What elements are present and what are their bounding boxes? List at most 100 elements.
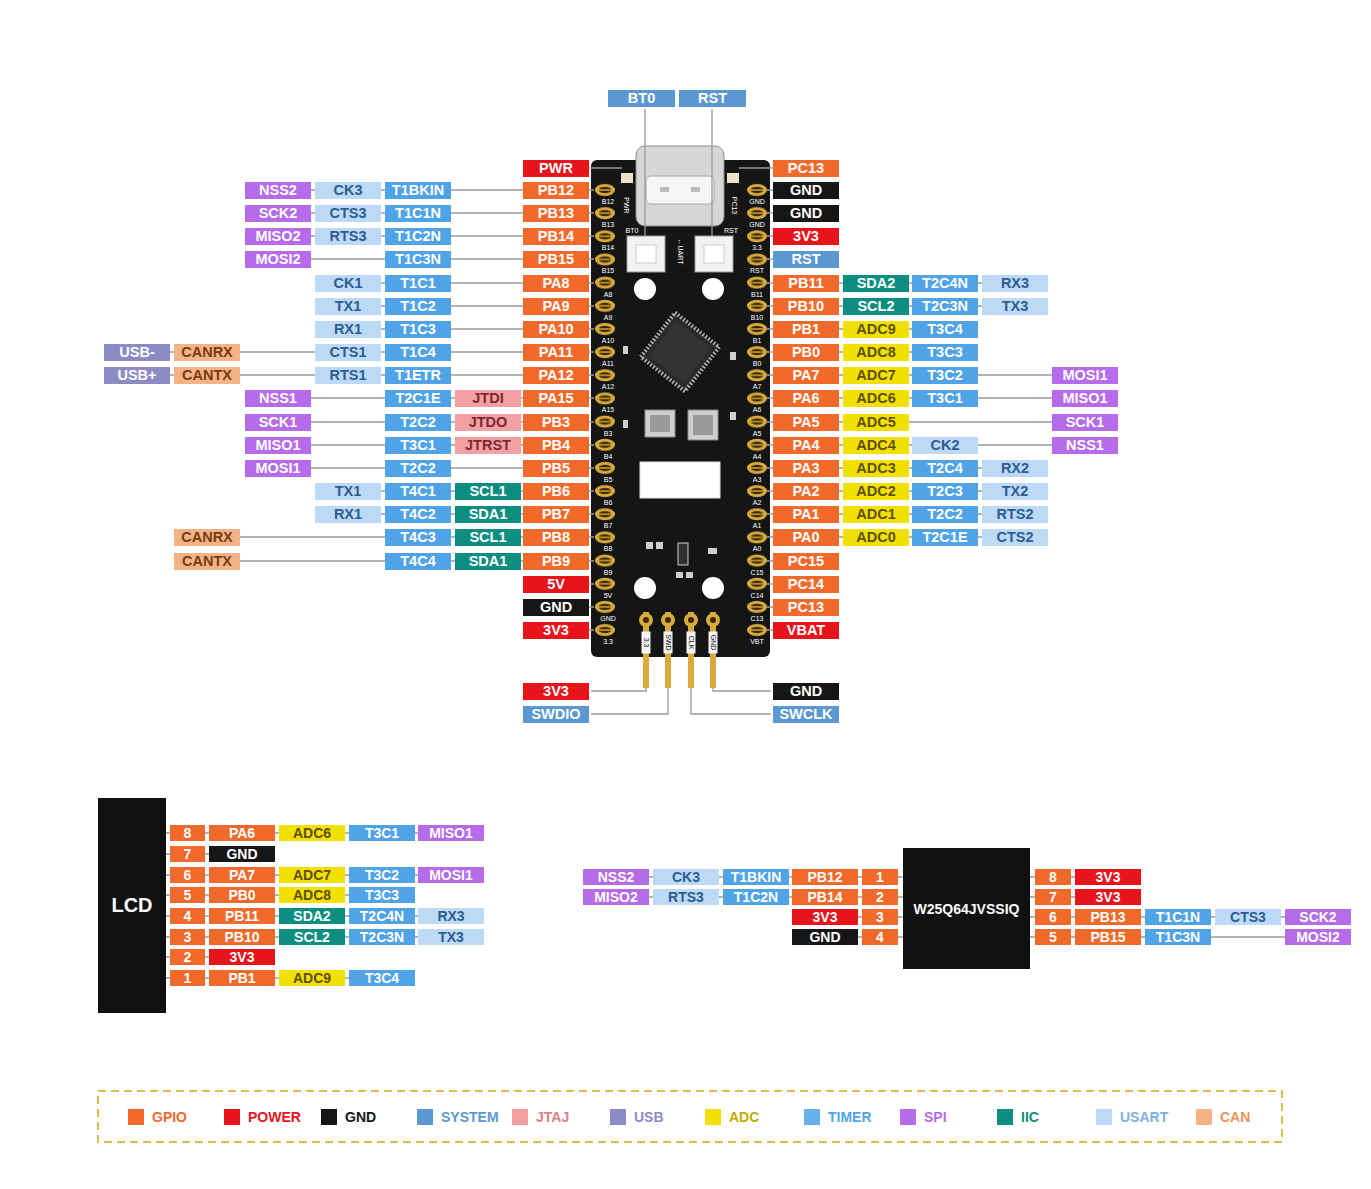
pin-label: VBAT — [773, 622, 839, 639]
pin-label: TX1 — [315, 298, 381, 315]
pin-label: PC13 — [773, 160, 839, 177]
label-text: MISO2 — [255, 228, 300, 244]
label-text: 3V3 — [793, 228, 819, 244]
pin-label: PA6 — [773, 390, 839, 407]
label-text: T2C4N — [922, 275, 968, 291]
label-text: A15 — [602, 406, 614, 413]
label-text: SWCLK — [779, 706, 832, 722]
label-text: NSS2 — [259, 182, 297, 198]
label-text: ADC6 — [856, 390, 895, 406]
pin-label: ADC8 — [843, 344, 909, 361]
pin-label: PA3 — [773, 460, 839, 477]
pin-label: PB0 — [773, 344, 839, 361]
label-text: T2C3 — [927, 483, 962, 499]
silkscreen-label: A15 — [596, 406, 620, 414]
label-text: MOSI2 — [1296, 929, 1340, 945]
label-text: TX2 — [1002, 483, 1029, 499]
label-text: CTS1 — [329, 344, 366, 360]
label-text: SCL1 — [469, 483, 506, 499]
label-text: RX3 — [437, 908, 464, 924]
label-text: PB3 — [542, 414, 570, 430]
label-text: NSS2 — [598, 869, 635, 885]
label-text: 3.3 — [603, 638, 613, 645]
legend-text: USART — [1120, 1108, 1168, 1126]
silkscreen-label: RST — [745, 267, 769, 275]
label-text: PA6 — [792, 390, 819, 406]
pin-label: PC15 — [773, 553, 839, 570]
pin-label: PB13 — [523, 205, 589, 222]
legend-text: GPIO — [152, 1108, 187, 1126]
label-text: 3 — [876, 909, 884, 925]
label-text: 7 — [184, 846, 192, 862]
pin-label: CTS3 — [1215, 909, 1281, 925]
label-text: CANRX — [181, 344, 233, 360]
pin-label: GND — [792, 929, 858, 945]
pin-label: PB1 — [209, 970, 275, 986]
label-text: T3C2 — [927, 367, 962, 383]
pin-label: PC14 — [773, 576, 839, 593]
silkscreen-label: 3.3 — [642, 631, 651, 653]
label-text: T3C2 — [365, 867, 399, 883]
pin-label: ADC6 — [279, 825, 345, 841]
pin-label: 7 — [1035, 889, 1071, 905]
label-text: PB1 — [228, 970, 255, 986]
label-text: 3V3 — [230, 949, 255, 965]
pin-label: NSS1 — [245, 390, 311, 407]
label-text: CK2 — [930, 437, 959, 453]
legend-text: GND — [345, 1108, 376, 1126]
pin-label: PA8 — [523, 275, 589, 292]
label-text: 4 — [184, 908, 192, 924]
legend-swatch — [705, 1109, 721, 1125]
label-text: 6 — [184, 867, 192, 883]
pin-label: T2C4N — [349, 908, 415, 924]
silkscreen-label: A8 — [596, 291, 620, 299]
pin-label: PB12 — [792, 869, 858, 885]
label-text: T3C4 — [365, 970, 399, 986]
pin-label: 7 — [170, 846, 205, 862]
label-text: PB4 — [542, 437, 570, 453]
label-text: T1C1 — [400, 275, 435, 291]
pin-label: 3V3 — [523, 622, 589, 639]
pin-label: T1ETR — [385, 367, 451, 384]
pin-label: ADC8 — [279, 887, 345, 903]
lcd-module: LCD — [98, 798, 166, 1013]
pin-label: PA7 — [209, 867, 275, 883]
label-text: 3.3 — [752, 244, 762, 251]
label-text: 3V3 — [543, 683, 569, 699]
pin-label: GND — [773, 205, 839, 222]
label-text: PC13 — [788, 160, 824, 176]
label-text: 6 — [1049, 909, 1057, 925]
label-text: PB6 — [542, 483, 570, 499]
label-text: PC14 — [788, 576, 824, 592]
legend-text: TIMER — [828, 1108, 872, 1126]
label-text: SCK2 — [259, 205, 298, 221]
silkscreen-label: B4 — [596, 453, 620, 461]
label-text: SCL1 — [469, 529, 506, 545]
pin-label: 3 — [862, 909, 898, 925]
pin-label: T2C1E — [912, 529, 978, 546]
pin-label: MOSI1 — [245, 460, 311, 477]
pin-label: 5 — [170, 887, 205, 903]
label-text: PA0 — [792, 529, 819, 545]
silkscreen-label: B5 — [596, 476, 620, 484]
pin-label: 1 — [170, 970, 205, 986]
label-text: B3 — [604, 430, 613, 437]
label-text: PA10 — [538, 321, 573, 337]
label-text: PC13 — [788, 599, 824, 615]
pin-label: 6 — [1035, 909, 1071, 925]
label-text: PB0 — [228, 887, 255, 903]
label-text: RTS1 — [329, 367, 366, 383]
label-text: ADC1 — [856, 506, 895, 522]
pin-label: PA4 — [773, 437, 839, 454]
pin-label: PA9 — [523, 298, 589, 315]
label-text: 3.3 — [643, 637, 650, 647]
pin-label: ADC1 — [843, 506, 909, 523]
pin-label: 3V3 — [209, 949, 275, 965]
label-text: T3C1 — [400, 437, 435, 453]
pin-label: CANTX — [174, 367, 240, 384]
legend-swatch — [321, 1109, 337, 1125]
pin-label: SDA2 — [843, 275, 909, 292]
silkscreen-label: 3.3 — [745, 244, 769, 252]
pin-label: T1BKIN — [385, 182, 451, 199]
